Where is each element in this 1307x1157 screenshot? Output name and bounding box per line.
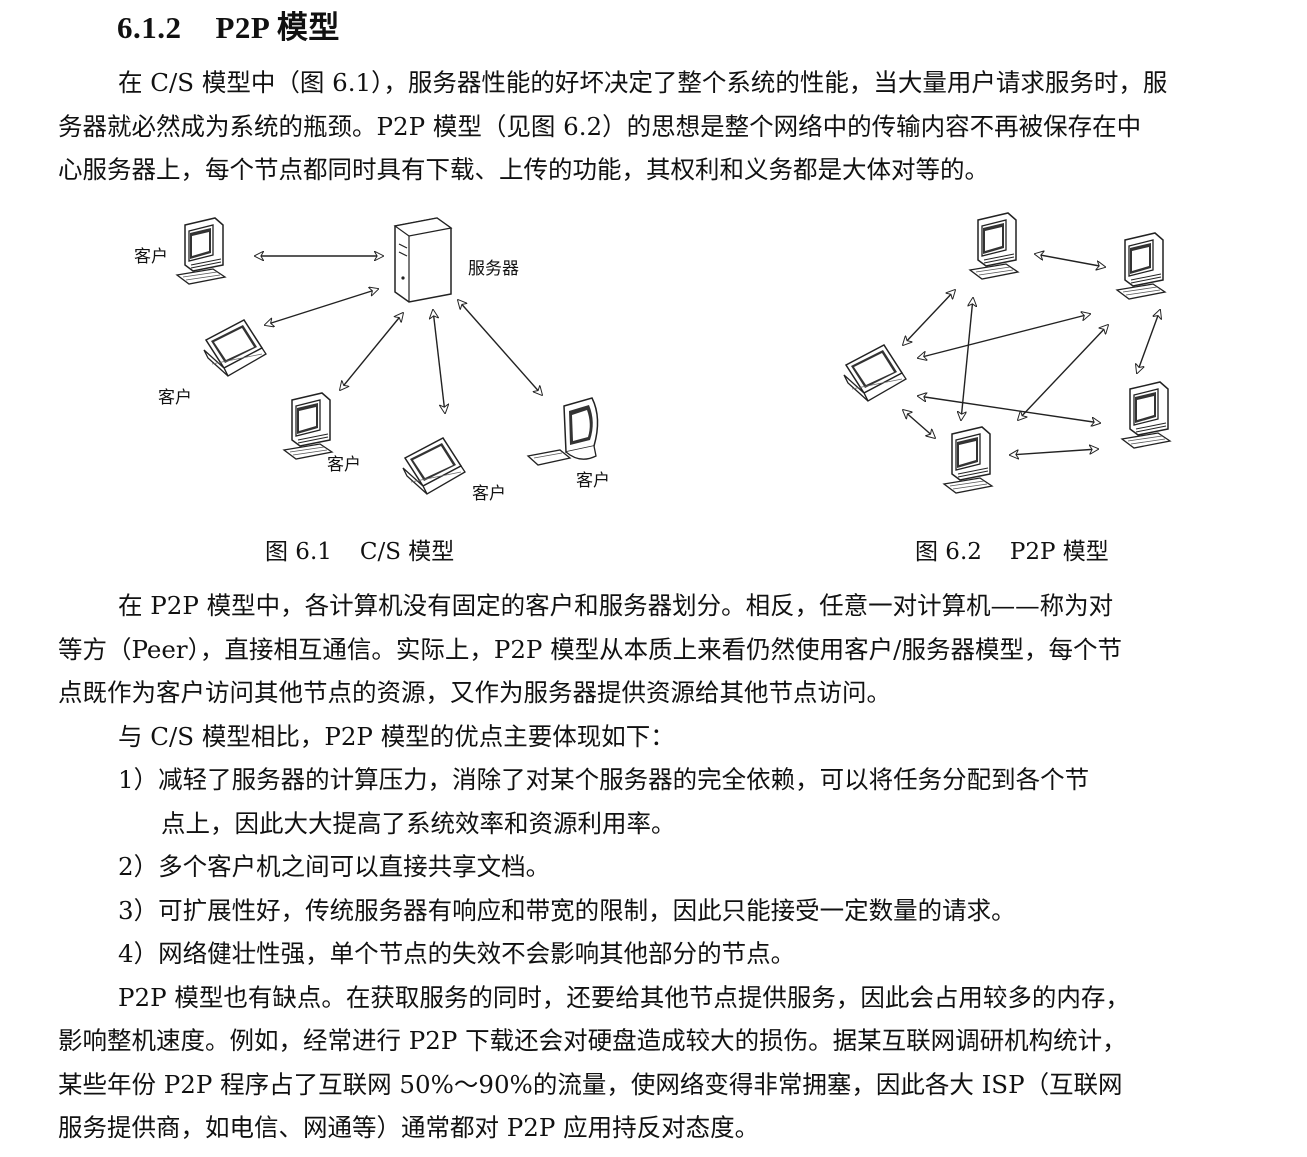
connection-arrows	[255, 256, 542, 413]
client-desktop-icon	[283, 392, 333, 460]
caption-number: 图 6.1	[265, 539, 332, 565]
section-heading: 6.1.2 P2P 模型	[117, 2, 340, 47]
caption-number: 图 6.2	[915, 539, 982, 565]
text-line: 服务提供商，如电信、网通等）通常都对 P2P 应用持反对态度。	[58, 1113, 760, 1142]
text-line: 在 P2P 模型中，各计算机没有固定的客户和服务器划分。相反，任意一对计算机——…	[118, 591, 1114, 620]
peer-laptop-icon	[843, 344, 907, 402]
advantages-intro: 与 C/S 模型相比，P2P 模型的优点主要体现如下：	[118, 721, 675, 751]
figure-caption: 图 6.1 C/S 模型	[265, 532, 454, 566]
peer-desktop-icon	[969, 212, 1019, 280]
peer-desktop-icon	[943, 426, 993, 494]
paragraph-intro: 在 C/S 模型中（图 6.1），服务器性能的好坏决定了整个系统的性能，当大量用…	[58, 61, 1258, 192]
list-item: 3）可扩展性好，传统服务器有响应和带宽的限制，因此只能接受一定数量的请求。	[118, 895, 1016, 925]
client-label: 客户	[327, 455, 361, 475]
figure-caption: 图 6.2 P2P 模型	[915, 532, 1109, 566]
text-line: 点既作为客户访问其他节点的资源，又作为服务器提供资源给其他节点访问。	[58, 678, 891, 707]
server-icon	[394, 217, 452, 303]
client-label: 客户	[472, 484, 506, 504]
figure-cs-model: 服务器 客户 客户 客户 客户 客户	[134, 217, 610, 504]
peer-connection-arrows	[903, 254, 1160, 455]
peer-desktop-icon	[1116, 232, 1166, 300]
caption-title: P2P 模型	[1009, 539, 1109, 565]
list-item: 4）网络健壮性强，单个节点的失效不会影响其他部分的节点。	[118, 939, 796, 968]
client-label: 客户	[158, 388, 192, 408]
text-line: 务器就必然成为系统的瓶颈。P2P 模型（见图 6.2）的思想是整个网络中的传输内…	[58, 111, 1142, 141]
text-line: 心服务器上，每个节点都同时具有下载、上传的功能，其权利和义务都是大体对等的。	[58, 155, 989, 184]
text-line: 影响整机速度。例如，经常进行 P2P 下载还会对硬盘造成较大的损伤。据某互联网调…	[58, 1026, 1127, 1055]
caption-title: C/S 模型	[359, 539, 455, 565]
client-laptop-icon	[402, 437, 466, 495]
text-line: 某些年份 P2P 程序占了互联网 50%～90%的流量，使网络变得非常拥塞，因此…	[58, 1069, 1123, 1099]
client-monitor-icon	[527, 397, 599, 466]
server-label: 服务器	[468, 259, 519, 279]
section-title: P2P 模型	[215, 10, 340, 45]
client-label: 客户	[134, 247, 168, 267]
list-item: 2）多个客户机之间可以直接共享文档。	[118, 852, 551, 881]
list-item: 1）减轻了服务器的计算压力，消除了对某个服务器的完全依赖，可以将任务分配到各个节	[118, 765, 1090, 794]
paragraph-body: 在 P2P 模型中，各计算机没有固定的客户和服务器划分。相反，任意一对计算机——…	[58, 584, 1258, 1150]
figure-p2p-model	[843, 212, 1171, 494]
client-label: 客户	[576, 471, 610, 491]
text-line: 等方（Peer），直接相互通信。实际上，P2P 模型从本质上来看仍然使用客户/服…	[58, 634, 1122, 664]
text-line: 在 C/S 模型中（图 6.1），服务器性能的好坏决定了整个系统的性能，当大量用…	[118, 68, 1168, 97]
client-desktop-icon	[176, 217, 226, 285]
peer-desktop-icon	[1121, 381, 1171, 449]
text-line: P2P 模型也有缺点。在获取服务的同时，还要给其他节点提供服务，因此会占用较多的…	[118, 982, 1130, 1012]
section-number: 6.1.2	[117, 10, 182, 45]
list-item-continuation: 点上，因此大大提高了系统效率和资源利用率。	[161, 808, 676, 838]
client-laptop-icon	[203, 319, 267, 377]
